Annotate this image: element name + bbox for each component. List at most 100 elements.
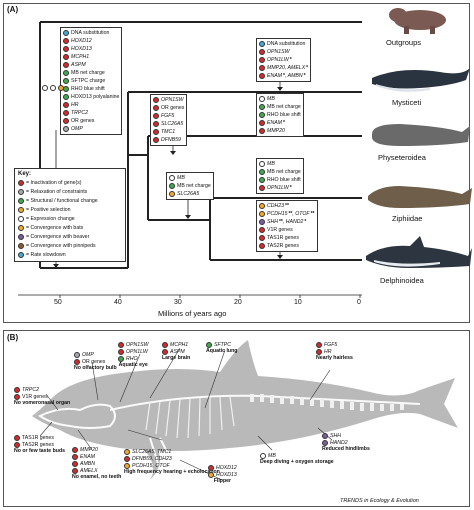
gene-marker: * bbox=[289, 185, 292, 191]
gene-name: SHH**, HAND2* bbox=[267, 218, 306, 226]
gene-text: , HAND2 bbox=[282, 219, 304, 225]
status-dot bbox=[322, 439, 328, 446]
gene-name: MB net charge bbox=[71, 69, 105, 77]
status-dot bbox=[63, 110, 69, 116]
gene-name: MB net charge bbox=[177, 182, 211, 190]
gene-text: OR genes bbox=[82, 358, 106, 365]
status-dot bbox=[259, 104, 265, 110]
status-dot bbox=[259, 219, 265, 225]
status-dot bbox=[72, 467, 78, 474]
gene-text: DNA substitution bbox=[267, 41, 306, 47]
dolphin-silhouette bbox=[366, 236, 472, 268]
legend-text: = Expression change bbox=[26, 215, 75, 222]
legend-text: = Convergence with pinnipeds bbox=[26, 242, 96, 249]
gene-text: OR genes bbox=[161, 105, 185, 111]
gene-name: SLC26A5, TMC1 bbox=[132, 448, 171, 456]
status-dot bbox=[259, 177, 265, 183]
gene-text: PCDH15 bbox=[267, 211, 288, 217]
axis-tick: 30 bbox=[174, 299, 182, 306]
gene-text: , AMBN bbox=[284, 73, 303, 79]
panel-b-label: (B) bbox=[7, 333, 19, 342]
gene-text: RHO bbox=[126, 355, 138, 362]
gene-item: TAS1R genes bbox=[14, 434, 65, 441]
gene-text: MB bbox=[267, 96, 275, 102]
status-dot bbox=[63, 54, 69, 60]
clade-mysticeti: Mysticeti bbox=[392, 98, 422, 107]
gene-name: MB bbox=[177, 174, 185, 182]
legend-item: = Structural / functional change bbox=[18, 196, 122, 205]
status-dot bbox=[259, 96, 265, 102]
gene-item: DNA substitution bbox=[259, 40, 308, 48]
beaked-whale-silhouette bbox=[368, 186, 472, 208]
gene-name: HOXD13 polyalanine bbox=[71, 93, 119, 101]
trait-caption: Aquatic eye bbox=[118, 362, 148, 368]
gene-item: SFTPC charge bbox=[63, 77, 119, 85]
gene-item: HR bbox=[63, 101, 119, 109]
status-dot bbox=[162, 348, 168, 355]
status-dot bbox=[259, 112, 265, 118]
status-dot bbox=[72, 460, 78, 467]
gene-text: ENAM bbox=[267, 73, 282, 79]
gene-text: PCDH15, OTOF bbox=[132, 462, 170, 469]
hippo-silhouette bbox=[389, 8, 446, 34]
gene-name: DNA substitution bbox=[71, 29, 109, 37]
gene-text: SFTPC bbox=[214, 341, 232, 348]
status-dot bbox=[14, 393, 20, 400]
status-dot bbox=[259, 41, 265, 47]
legend-dot bbox=[18, 179, 24, 186]
gene-marker: * bbox=[306, 65, 309, 71]
status-dot bbox=[118, 341, 124, 348]
gene-name: HOXD12 bbox=[216, 464, 237, 472]
gene-item: MB bbox=[260, 452, 334, 459]
gene-text: OPN1SW bbox=[161, 97, 184, 103]
legend-item: = Convergence with pinnipeds bbox=[18, 241, 122, 250]
gene-marker: ** bbox=[278, 219, 283, 225]
gene-text: HR bbox=[71, 102, 79, 108]
gene-text: ENAM bbox=[80, 453, 95, 460]
gene-name: V1R genes bbox=[22, 393, 48, 401]
status-dot bbox=[14, 386, 20, 393]
gene-item: MB net charge bbox=[63, 69, 119, 77]
gene-name: TAS2R genes bbox=[22, 441, 54, 449]
gene-item: DFNB59 bbox=[153, 136, 184, 144]
gene-name: OR genes bbox=[161, 104, 184, 112]
clade-ziphiidae: Ziphiidae bbox=[392, 214, 423, 223]
gene-text: FGF5 bbox=[161, 113, 175, 119]
gene-item: MB bbox=[259, 160, 301, 168]
status-dot bbox=[63, 46, 69, 52]
panel-a-label: (A) bbox=[7, 5, 19, 14]
gene-text: SLC26A5 bbox=[161, 121, 184, 127]
gene-text: HOXD13 polyalanine bbox=[71, 94, 120, 100]
gene-name: MB net charge bbox=[267, 168, 301, 176]
legend-item: = Rate slowdown bbox=[18, 250, 122, 259]
legend-key: Key: = Inactivation of gene(s)= Relaxati… bbox=[14, 168, 126, 262]
gene-item: ENAM bbox=[72, 453, 121, 460]
gene-name: OPN1SW bbox=[161, 96, 183, 104]
gene-item: PCDH15**, OTOF** bbox=[259, 210, 315, 218]
gene-marker: ** bbox=[310, 211, 315, 217]
gene-item: OPN1LW* bbox=[259, 184, 301, 192]
status-dot bbox=[259, 227, 265, 233]
gene-name: HOXD13 bbox=[71, 45, 92, 53]
gene-text: DNA substitution bbox=[71, 30, 110, 36]
status-dot bbox=[124, 462, 130, 469]
gene-marker: ** bbox=[288, 211, 293, 217]
status-dot bbox=[260, 452, 266, 459]
gene-item: DNA substitution bbox=[63, 29, 119, 37]
gene-name: MB net charge bbox=[267, 103, 301, 111]
legend-text: = Relaxation of constraints bbox=[26, 188, 88, 195]
gene-name: RHO bbox=[126, 355, 138, 363]
legend-item: = Relaxation of constraints bbox=[18, 187, 122, 196]
gene-item: OPN1LW* bbox=[259, 56, 308, 64]
gene-text: SHH bbox=[267, 219, 278, 225]
legend-text: = Convergence with bats bbox=[26, 224, 84, 231]
